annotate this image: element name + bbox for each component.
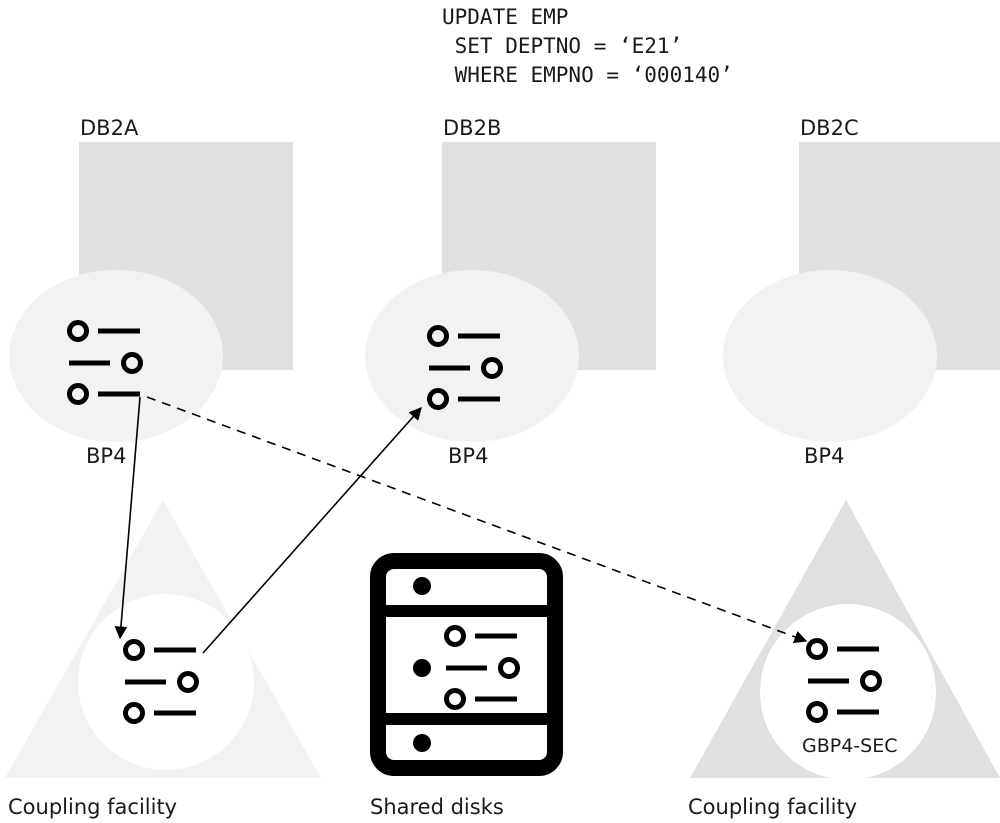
coupling-facility-label-secondary: Coupling facility [688, 795, 857, 819]
subsystem-label-db2c: DB2C [800, 116, 859, 140]
coupling-facility-label-primary: Coupling facility [8, 795, 177, 819]
group-bufferpool-secondary [760, 604, 936, 780]
shared-disks-label: Shared disks [370, 795, 504, 819]
sql-line-2: SET DEPTNO = ‘E21’ [442, 34, 682, 58]
arrow-duplex-write-secondary [146, 396, 808, 644]
arrow-write-to-coupling-facility [114, 396, 141, 640]
sql-line-1: UPDATE EMP [442, 5, 568, 29]
bufferpool-label-db2a: BP4 [86, 444, 126, 468]
bufferpool-db2c [723, 270, 937, 442]
bufferpool-db2a [9, 270, 223, 442]
bufferpool-label-db2c: BP4 [804, 444, 844, 468]
shared-disks-icon [370, 553, 563, 776]
sql-line-3: WHERE EMPNO = ‘000140’ [442, 63, 733, 87]
bufferpool-db2b [365, 270, 579, 442]
arrow-refresh-db2b [202, 407, 422, 654]
structure-label-gbp4-sec: GBP4-SEC [802, 735, 898, 757]
subsystem-label-db2b: DB2B [443, 116, 501, 140]
bufferpool-label-db2b: BP4 [448, 444, 488, 468]
subsystem-label-db2a: DB2A [80, 116, 139, 140]
